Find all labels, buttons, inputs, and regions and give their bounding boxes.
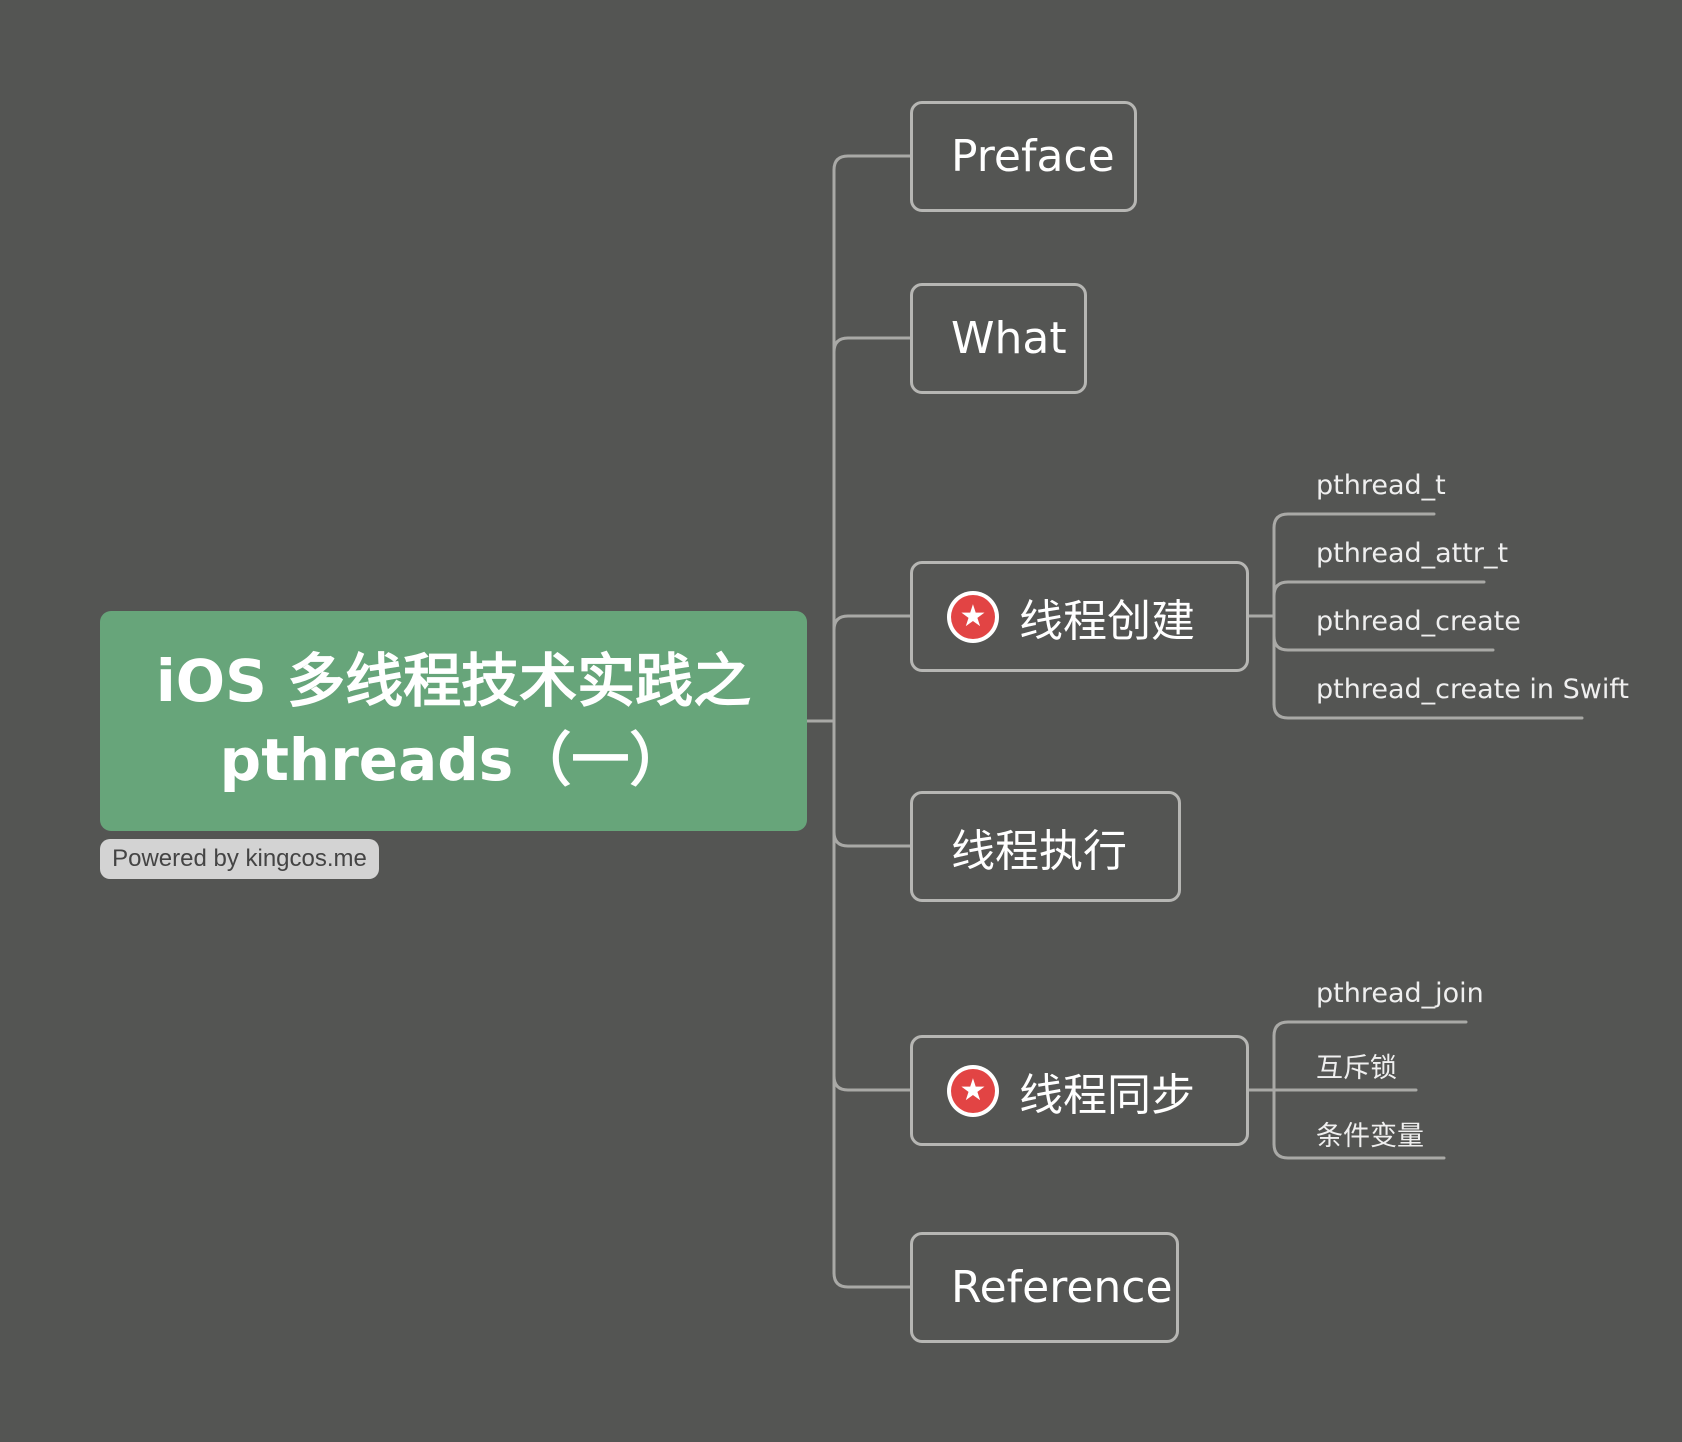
topic-thread-execution[interactable]: 线程执行 — [910, 791, 1181, 902]
topic-what[interactable]: What — [910, 283, 1087, 394]
topic-label: 线程执行 — [951, 825, 1127, 877]
topic-label: Preface — [951, 131, 1115, 182]
central-topic[interactable]: iOS 多线程技术实践之 pthreads（一） — [100, 611, 807, 831]
central-topic-line1: iOS 多线程技术实践之 — [155, 647, 752, 715]
topic-label: Reference — [951, 1262, 1173, 1313]
topic-label: 线程创建 — [1019, 595, 1195, 647]
subtopic-mutex[interactable]: 互斥锁 — [1316, 1053, 1397, 1084]
topic-label: What — [951, 313, 1067, 364]
subtopic-pthread-attr-t[interactable]: pthread_attr_t — [1316, 538, 1509, 569]
central-topic-line2: pthreads（一） — [219, 726, 688, 794]
subtopic-pthread-join[interactable]: pthread_join — [1316, 978, 1484, 1009]
star-icon: ★ — [947, 1064, 999, 1117]
topic-thread-sync[interactable]: ★ 线程同步 — [910, 1035, 1249, 1146]
subtopic-pthread-create[interactable]: pthread_create — [1316, 606, 1521, 637]
topic-preface[interactable]: Preface — [910, 101, 1137, 212]
topic-label: 线程同步 — [1019, 1069, 1195, 1121]
star-icon: ★ — [947, 590, 999, 643]
powered-by-badge: Powered by kingcos.me — [100, 839, 379, 879]
subtopic-condition-variable[interactable]: 条件变量 — [1316, 1121, 1424, 1152]
topic-thread-creation[interactable]: ★ 线程创建 — [910, 561, 1249, 672]
subtopic-pthread-t[interactable]: pthread_t — [1316, 470, 1446, 501]
topic-reference[interactable]: Reference — [910, 1232, 1179, 1343]
subtopic-pthread-create-swift[interactable]: pthread_create in Swift — [1316, 674, 1629, 705]
